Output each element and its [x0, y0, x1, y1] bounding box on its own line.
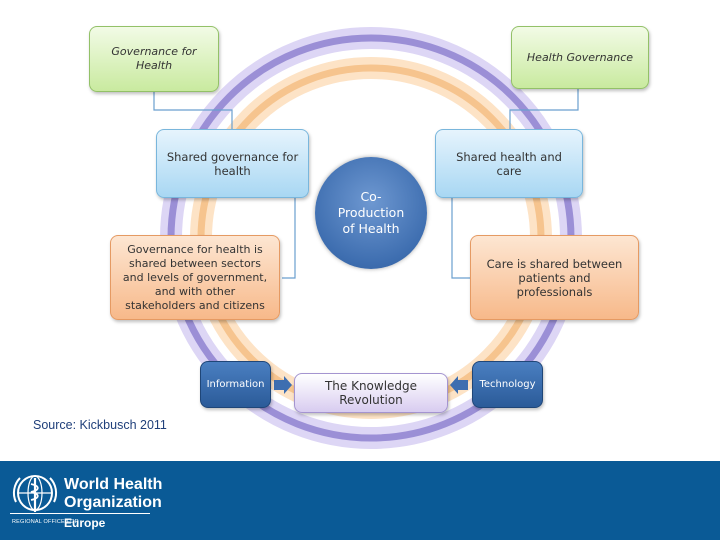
shared-health-care-box: Shared health and care [435, 129, 583, 198]
information-box: Information [200, 361, 271, 408]
technology-box: Technology [472, 361, 543, 408]
knowledge-revolution-label: The Knowledge Revolution [324, 379, 418, 407]
arrow-left [450, 376, 468, 394]
shared-governance-box: Shared governance for health [156, 129, 309, 198]
region-label: Europe [64, 516, 106, 530]
governance-shared-box: Governance for health is shared between … [110, 235, 280, 320]
governance-for-health-label: Governance for Health [111, 45, 197, 72]
arrow-right [274, 376, 292, 394]
knowledge-revolution-box: The Knowledge Revolution [294, 373, 448, 413]
footer-bar [0, 461, 720, 540]
governance-shared-label: Governance for health is shared between … [122, 242, 268, 312]
co-production-label: Co-Production of Health [337, 189, 405, 236]
health-governance-box: Health Governance [511, 26, 649, 89]
governance-for-health-box: Governance for Health [89, 26, 219, 92]
health-governance-label: Health Governance [526, 50, 634, 64]
shared-governance-label: Shared governance for health [166, 149, 299, 178]
who-emblem-icon [12, 475, 58, 512]
connector-lines [153, 89, 579, 279]
care-shared-label: Care is shared between patients and prof… [486, 256, 623, 299]
co-production-circle: Co-Production of Health [315, 157, 427, 269]
source-caption: Source: Kickbusch 2011 [33, 418, 167, 432]
who-name-line1: World Health [64, 476, 163, 493]
regional-office-label: REGIONAL OFFICE FOR [12, 519, 79, 525]
care-shared-box: Care is shared between patients and prof… [470, 235, 639, 320]
shared-health-care-label: Shared health and care [456, 149, 562, 178]
who-name-line2: Organization [64, 494, 162, 511]
technology-label: Technology [479, 378, 536, 390]
information-label: Information [206, 378, 265, 390]
who-underline [10, 513, 150, 514]
